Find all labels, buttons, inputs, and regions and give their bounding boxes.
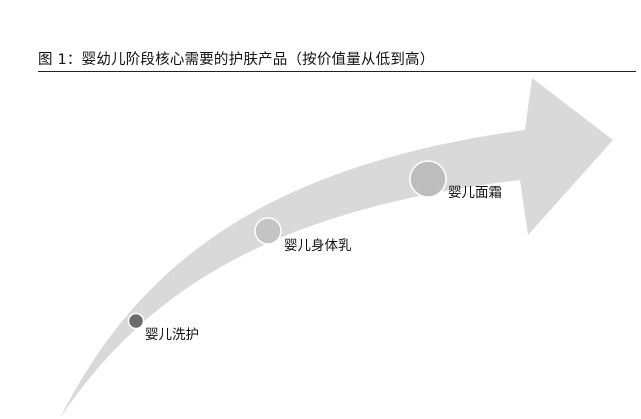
caption-rule	[38, 71, 636, 72]
stage-node-washing	[127, 312, 145, 330]
stage-label-body-lotion: 婴儿身体乳	[284, 238, 352, 254]
stage-node-face-cream	[409, 160, 447, 198]
growth-arrow	[60, 78, 613, 418]
stage-label-washing: 婴儿洗护	[145, 327, 199, 343]
figure-caption: 图 1：婴幼儿阶段核心需要的护肤产品（按价值量从低到高）	[38, 52, 435, 68]
stage-node-body-lotion	[254, 217, 282, 245]
stage-label-face-cream: 婴儿面霜	[448, 185, 502, 201]
